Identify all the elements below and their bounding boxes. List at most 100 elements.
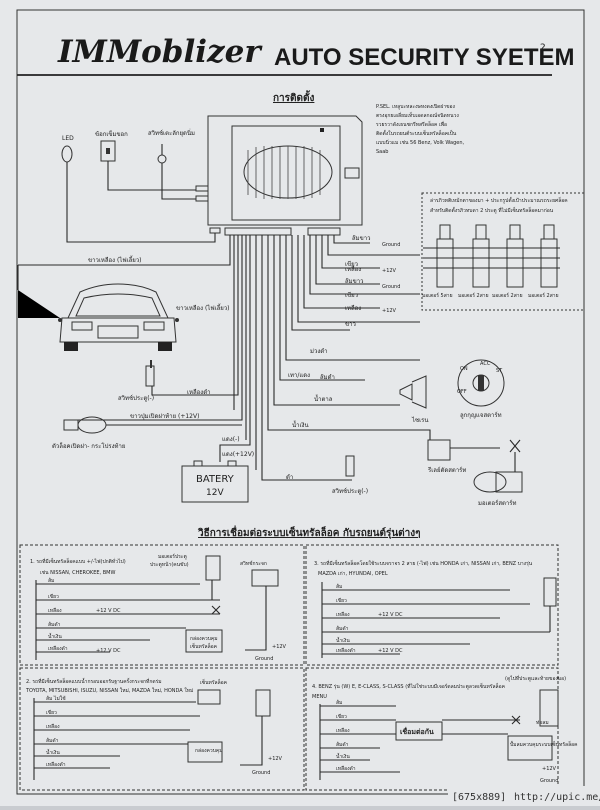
method-panels — [19, 544, 559, 791]
p4-row-1: เขียว — [336, 713, 347, 720]
central-lock-sub: สำหรับติดตั้งรภิวทบดา 2 ประตู ที่ไม่มีเซ… — [430, 205, 554, 214]
starter-relay: รีเลย์ตัดสตาร์ท — [427, 439, 521, 474]
brand-logo: IMMoblizer — [57, 34, 263, 70]
p4-models: MENU — [312, 694, 327, 700]
door-switch: สวิทช์ประตู(-) — [118, 360, 160, 402]
v12-label-1: +12V — [382, 268, 397, 274]
p4-row-2: เหลือง — [336, 727, 350, 734]
p2-label-b: กล่องควบคุม — [195, 748, 223, 754]
p4-connect: เชื่อมต่อกัน — [400, 726, 434, 736]
p4-row-0: ส้ม — [336, 699, 342, 706]
p2-gnd: Ground — [252, 770, 270, 776]
pslel-line-4: ติดตั้งในรถยนต์ระบบเซ็นทรัลล็อคเป็น — [376, 128, 457, 137]
battery: BATERY 12V — [181, 460, 249, 503]
wire-label-trunk: ขาวปุ่มเปิดฝาท้าย (+12V) — [130, 413, 199, 420]
wire-labels: ส้มขาว Ground เขียว เหลือง +12V ส้มขาว G… — [88, 235, 400, 481]
battery-label: BATERY — [196, 474, 235, 485]
pslel-note: P.SEL. เหลูบะหละงษหงดงเปิดฝาของ ตรงอุกยเ… — [376, 103, 465, 155]
hood-switch: ข้อกเข็มขอก — [95, 129, 196, 191]
motor-3: มอเตอร์ 2สาย — [492, 292, 523, 299]
p2-row-4: น้ำเงิน — [46, 747, 60, 756]
p3-row-4: น้ำเงิน — [336, 635, 350, 644]
p4-v1: +12V — [542, 766, 557, 772]
wire-label-black: ดำ — [286, 474, 293, 481]
battery-volt: 12V — [206, 488, 224, 498]
panel-method-2: 2. รถที่มีเซ็นทรัลล็อคแบบน้ำกรอบออกรับฐา… — [25, 676, 283, 780]
watermark-site: http://upic.me/ — [514, 792, 600, 803]
panel-method-4: 4. BENZ รุ่น (W) E, E-CLASS, S-CLASS (ที… — [312, 675, 578, 784]
p3-row-5: เหลืองดำ — [336, 647, 356, 654]
pslel-line-1: P.SEL. เหลูบะหละงษหงดงเปิดฝาของ — [376, 103, 456, 110]
led-indicator: LED — [61, 135, 216, 243]
trunk-label: ตัวล็อคเปิดฝา- กระโปรงท้าย — [52, 441, 125, 450]
starter-motor: มอเตอร์สตาร์ท — [473, 452, 523, 507]
p1-v1: +12 V DC — [96, 608, 121, 614]
wire-label-red: แดง(-) — [222, 436, 240, 443]
shock-label: สวิทช์เตะลักยุดนิ่ม — [148, 129, 195, 137]
watermark-bg — [448, 786, 600, 806]
p4-gnd: Ground — [540, 778, 558, 784]
p2-row-0: ส้ม ไม่ใช้ — [46, 695, 66, 702]
door-switch-2-label: สวิทช์ประตู(-) — [332, 487, 368, 495]
p4-pump-label: ปั้มลมควบคุมระบบเซ็นทรัลล็อค — [510, 739, 578, 748]
wire-label-green2: เหลือง — [345, 304, 361, 312]
p2-label-a: เซ็นทรัลล็อค — [200, 678, 227, 686]
wire-label-brown: น้ำตาล — [314, 393, 333, 403]
control-unit — [195, 115, 363, 236]
page-headline: AUTO SECURITY SYETEM — [274, 44, 575, 71]
methods-title: วิธีการเชื่อมต่อระบบเซ็นทรัลล็อค กับรถยน… — [198, 525, 421, 539]
ign-st: ST — [496, 368, 503, 374]
siren: ไซเรน — [399, 375, 428, 424]
wire-label-yellow-black: เหลืองดำ — [187, 388, 210, 396]
p1-label-e: เซ็นทรัลล็อค — [190, 642, 217, 650]
page-number: 2 — [540, 43, 546, 53]
p1-models: เช่น NISSAN, CHEROKEE, BMW — [40, 570, 115, 576]
starter-label: มอเตอร์สตาร์ท — [478, 499, 516, 507]
wire-label-orange: ส้มขาว — [352, 235, 370, 242]
ign-on: ON — [460, 366, 468, 372]
p3-row-0: ส้ม — [336, 583, 342, 590]
p1-label-b: ประตูหน้า(คนขับ) — [150, 561, 189, 568]
wire-bundle — [17, 235, 431, 481]
pslel-line-6: Saab — [376, 149, 388, 155]
p1-gnd: Ground — [255, 656, 273, 662]
p4-row-4: น้ำเงิน — [336, 751, 350, 760]
p3-row-2: เหลือง — [336, 611, 350, 618]
p1-row-3: ส้มดำ — [48, 621, 61, 628]
p2-row-5: เหลืองดำ — [46, 761, 66, 768]
p1-label-c: สวิทช์กระจก — [240, 560, 267, 567]
p1-label-a: มอเตอร์ประตู — [158, 553, 187, 560]
p3-v1: +12 V DC — [378, 612, 403, 618]
ignition-switch: ON ACC ST OFF ลูกกุญแจสตาร์ท — [457, 359, 505, 419]
p1-row-1: เขียว — [48, 593, 59, 600]
p1-row-5: เหลืองดำ — [48, 645, 68, 652]
p4-extra: (ดูไปที่ประตูและท้ายของมอ) — [505, 675, 566, 682]
p2-row-2: เหลือง — [46, 723, 60, 730]
ign-off: OFF — [457, 389, 467, 395]
p1-title: 1. รถที่มีเซ็นทรัลล็อคแบบ +/-ไฟ(ปกติทั่ว… — [30, 557, 126, 565]
door-switch-2: สวิทช์ประตู(-) — [332, 455, 368, 495]
ground-label-1: Ground — [382, 242, 400, 248]
central-lock-title: ล่ารภิวทติเหม้กตาของมา + ประกรูปตั้งเป้า… — [430, 195, 568, 204]
p4-row-5: เหลืองดำ — [336, 765, 356, 772]
p4-row-3: ส้มดำ — [336, 741, 349, 748]
right-signal-label: ขาวเหลือง (ไฟเลี้ยว) — [176, 302, 230, 312]
wire-label-orange2: ส้มขาว — [345, 278, 363, 285]
wire-label-blue: เขียว — [345, 260, 358, 268]
p2-v1: +12V — [268, 756, 283, 762]
motor-4: มอเตอร์ 2สาย — [528, 292, 559, 299]
p1-v3: +12V — [272, 644, 287, 650]
watermark-size: [675x889] — [452, 792, 506, 803]
left-signal-label: ขาวเหลือง (ไฟเลี้ยว) — [88, 254, 142, 264]
p1-row-4: น้ำเงิน — [48, 631, 62, 640]
wire-label-pink: ส้มดำ — [320, 374, 335, 381]
pslel-line-2: ตรงอุกยเอลี่ยมเท็บเอดลกอณ์จนิดหนวง — [376, 111, 459, 119]
p2-models: TOYOTA, MITSUBISHI, ISUZU, NISSAN ใหม่, … — [25, 687, 193, 694]
central-lock-panel: ล่ารภิวทติเหม้กตาของมา + ประกรูปตั้งเป้า… — [421, 192, 585, 311]
p2-row-3: ส้มดำ — [46, 737, 59, 744]
wire-label-blue2: เขียว — [345, 291, 358, 299]
relay-label: รีเลย์ตัดสตาร์ท — [427, 466, 466, 474]
pslel-line-5: แบบนิ่วแม เช่น 56 Benz, Volk Wagen, — [376, 139, 465, 146]
pslel-line-3: รวยรวาดังเธนชกรีทสรีดล็อค เพื่อ — [376, 120, 447, 128]
